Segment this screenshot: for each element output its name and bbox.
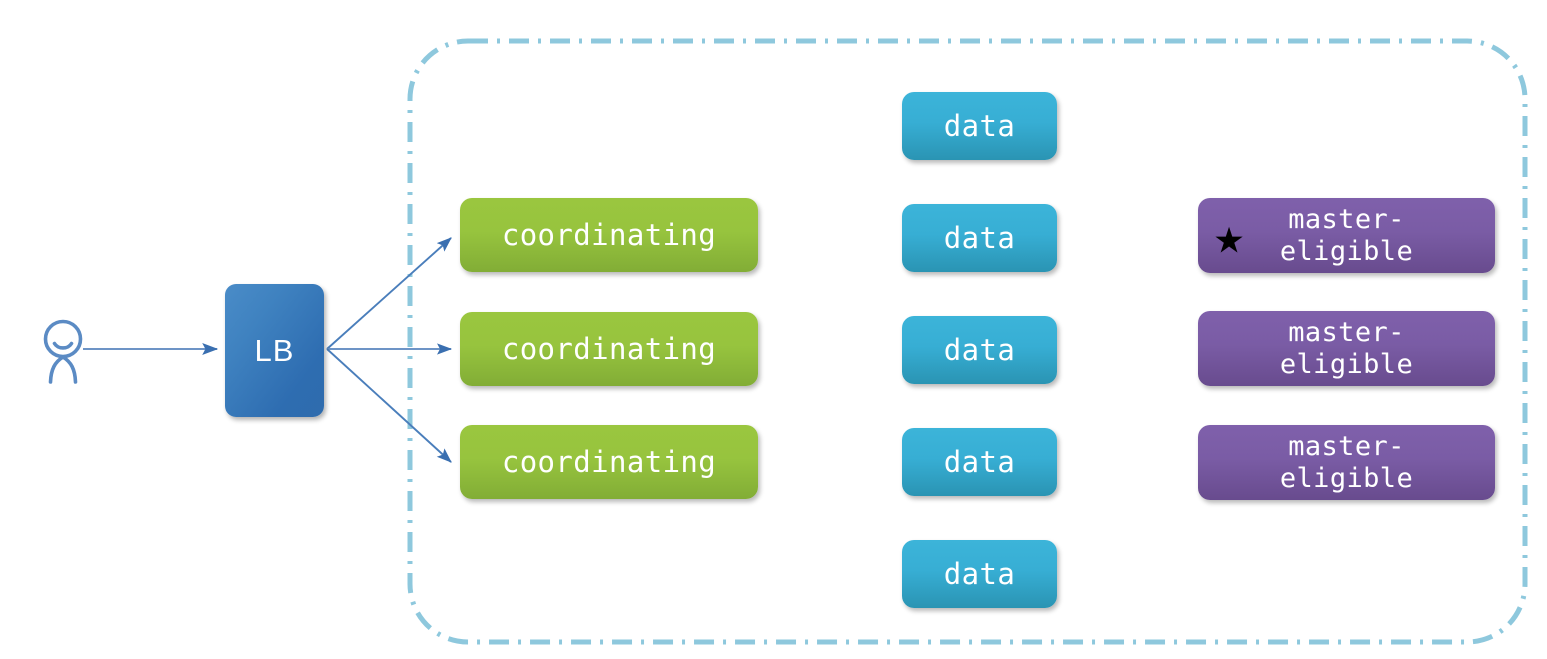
master-eligible-node-1[interactable]: ★ master- eligible [1198, 198, 1495, 273]
coordinating-node-1[interactable]: coordinating [460, 198, 758, 272]
data-node-4[interactable]: data [902, 428, 1057, 496]
data-node-label: data [943, 444, 1016, 479]
elected-master-star-icon: ★ [1214, 206, 1245, 265]
coordinating-node-label: coordinating [501, 444, 717, 479]
data-node-label: data [943, 220, 1016, 255]
data-node-5[interactable]: data [902, 540, 1057, 608]
data-node-3[interactable]: data [902, 316, 1057, 384]
master-eligible-node-label: master- eligible [1279, 316, 1414, 380]
load-balancer-node[interactable]: LB [225, 284, 324, 417]
data-node-1[interactable]: data [902, 92, 1057, 160]
coordinating-node-3[interactable]: coordinating [460, 425, 758, 499]
master-eligible-node-label: master- eligible [1279, 430, 1414, 494]
connector-lb-to-coordinating-3 [326, 348, 452, 463]
user-person-icon [43, 319, 83, 384]
master-eligible-node-2[interactable]: master- eligible [1198, 311, 1495, 386]
coordinating-node-2[interactable]: coordinating [460, 312, 758, 386]
data-node-label: data [943, 556, 1016, 591]
data-node-2[interactable]: data [902, 204, 1057, 272]
data-node-label: data [943, 332, 1016, 367]
load-balancer-label: LB [254, 332, 295, 368]
connector-lb-to-coordinating-1 [326, 237, 452, 350]
data-node-label: data [943, 108, 1016, 143]
master-eligible-node-3[interactable]: master- eligible [1198, 425, 1495, 500]
coordinating-node-label: coordinating [501, 331, 717, 366]
master-eligible-node-label: master- eligible [1279, 203, 1414, 267]
coordinating-node-label: coordinating [501, 217, 717, 252]
